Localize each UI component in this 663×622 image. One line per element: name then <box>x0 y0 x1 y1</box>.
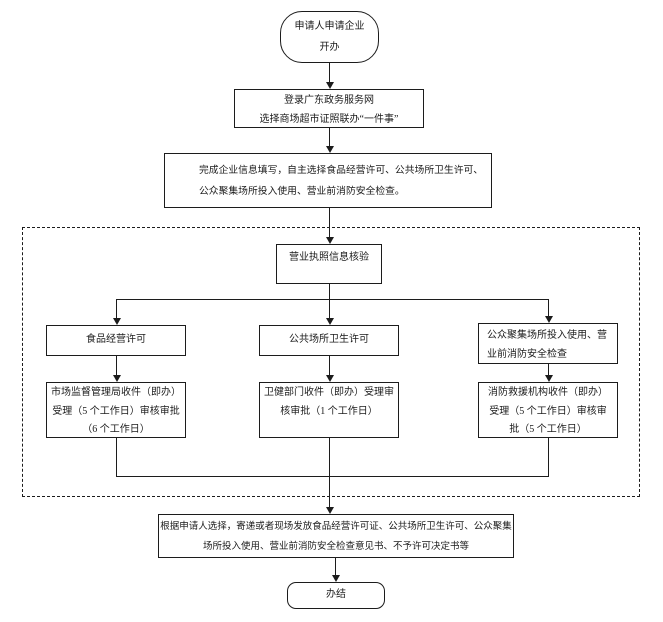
edge-join-deliver-line <box>329 438 330 507</box>
node-deliver-line-1: 根据申请人选择，寄递或者现场发放食品经营许可证、公共场所卫生许可、公众聚集 <box>160 522 512 532</box>
edge-join-bar <box>116 476 549 477</box>
dashed-group-border <box>22 227 640 497</box>
node-branch-public-health: 公共场所卫生许可 <box>259 325 399 356</box>
node-proc-fire-rescue: 消防救援机构收件（即办） 受理（5 个工作日）审核审 批（5 个工作日） <box>478 382 618 438</box>
edge-login-fill-arrowhead <box>325 146 334 153</box>
node-deliver-line-2: 场所投入使用、营业前消防安全检查意见书、不予许可决定书等 <box>202 541 469 552</box>
edge-start-login-line <box>329 63 330 82</box>
edge-split-bar <box>116 299 549 300</box>
node-login-line-2: 选择商场超市证照联办“一件事” <box>259 114 399 125</box>
node-license-verify: 营业执照信息核验 <box>276 244 382 284</box>
node-license-verify-label: 营业执照信息核验 <box>289 252 369 263</box>
edge-split-health-arrowhead <box>325 318 334 325</box>
node-start: 申请人申请企业 开办 <box>280 11 379 63</box>
node-end: 办结 <box>287 582 385 609</box>
node-proc-market-line-3: （6 个工作日） <box>82 424 150 435</box>
node-proc-fire-line-3: 批（5 个工作日） <box>509 424 587 435</box>
node-proc-fire-line-2: 受理（5 个工作日）审核审 <box>489 405 607 417</box>
node-branch-fire-safety: 公众聚集场所投入使用、营 业前消防安全检查 <box>478 323 618 364</box>
edge-fill-verify-arrowhead <box>325 237 334 244</box>
node-start-line-1: 申请人申请企业 <box>294 21 365 32</box>
edge-split-food-line <box>116 300 117 318</box>
node-start-line-2: 开办 <box>319 42 340 53</box>
edge-deliver-end-line <box>335 558 336 575</box>
edge-food-market-line <box>116 356 117 375</box>
node-login: 登录广东政务服务网 选择商场超市证照联办“一件事” <box>234 89 424 128</box>
node-proc-market-line-2: 受理（5 个工作日）审核审批 <box>52 405 180 417</box>
node-deliver-results: 根据申请人选择，寄递或者现场发放食品经营许可证、公共场所卫生许可、公众聚集 场所… <box>158 514 514 558</box>
node-branch-fire-safety-line-1: 公众聚集场所投入使用、营 <box>487 330 607 341</box>
edge-split-fire-arrowhead <box>544 316 553 323</box>
node-fill-info-line-1: 完成企业信息填写，自主选择食品经营许可、公共场所卫生许可、 <box>199 165 484 176</box>
node-proc-health-line-2: 核审批（1 个工作日） <box>280 405 378 417</box>
node-end-label: 办结 <box>326 589 346 601</box>
node-proc-market-bureau: 市场监督管理局收件（即办） 受理（5 个工作日）审核审批 （6 个工作日） <box>46 382 186 438</box>
node-branch-food-label: 食品经营许可 <box>86 334 146 346</box>
node-branch-fire-safety-line-2: 业前消防安全检查 <box>487 349 567 360</box>
edge-split-food-arrowhead <box>112 318 121 325</box>
node-proc-health-line-1: 卫健部门收件（即办）受理审 <box>264 387 394 398</box>
edge-fire-join-line <box>548 438 549 477</box>
node-proc-fire-line-1: 消防救援机构收件（即办） <box>488 387 608 398</box>
edge-deliver-end-arrowhead <box>331 575 340 582</box>
edge-split-health-line <box>329 300 330 318</box>
edge-join-deliver-arrowhead <box>325 507 334 514</box>
node-branch-public-health-label: 公共场所卫生许可 <box>289 334 369 346</box>
edge-start-login-arrowhead <box>325 82 334 89</box>
edge-verify-split-stem <box>329 284 330 300</box>
node-proc-health-dept: 卫健部门收件（即办）受理审 核审批（1 个工作日） <box>259 382 399 438</box>
edge-fire-proc-arrowhead <box>544 375 553 382</box>
edge-split-fire-line <box>548 300 549 316</box>
node-branch-food: 食品经营许可 <box>46 325 186 356</box>
edge-health-proc-arrowhead <box>325 375 334 382</box>
node-login-line-1: 登录广东政务服务网 <box>284 95 374 106</box>
edge-food-market-arrowhead <box>112 375 121 382</box>
node-fill-info-line-2: 公众聚集场所投入使用、营业前消防安全检查。 <box>199 186 405 197</box>
edge-login-fill-line <box>329 128 330 146</box>
node-fill-info: 完成企业信息填写，自主选择食品经营许可、公共场所卫生许可、 公众聚集场所投入使用… <box>164 153 492 208</box>
edge-fill-verify-line <box>329 208 330 237</box>
edge-health-proc-line <box>329 356 330 375</box>
edge-fire-proc-line <box>548 364 549 375</box>
node-proc-market-line-1: 市场监督管理局收件（即办） <box>51 387 181 398</box>
edge-market-join-line <box>116 438 117 477</box>
